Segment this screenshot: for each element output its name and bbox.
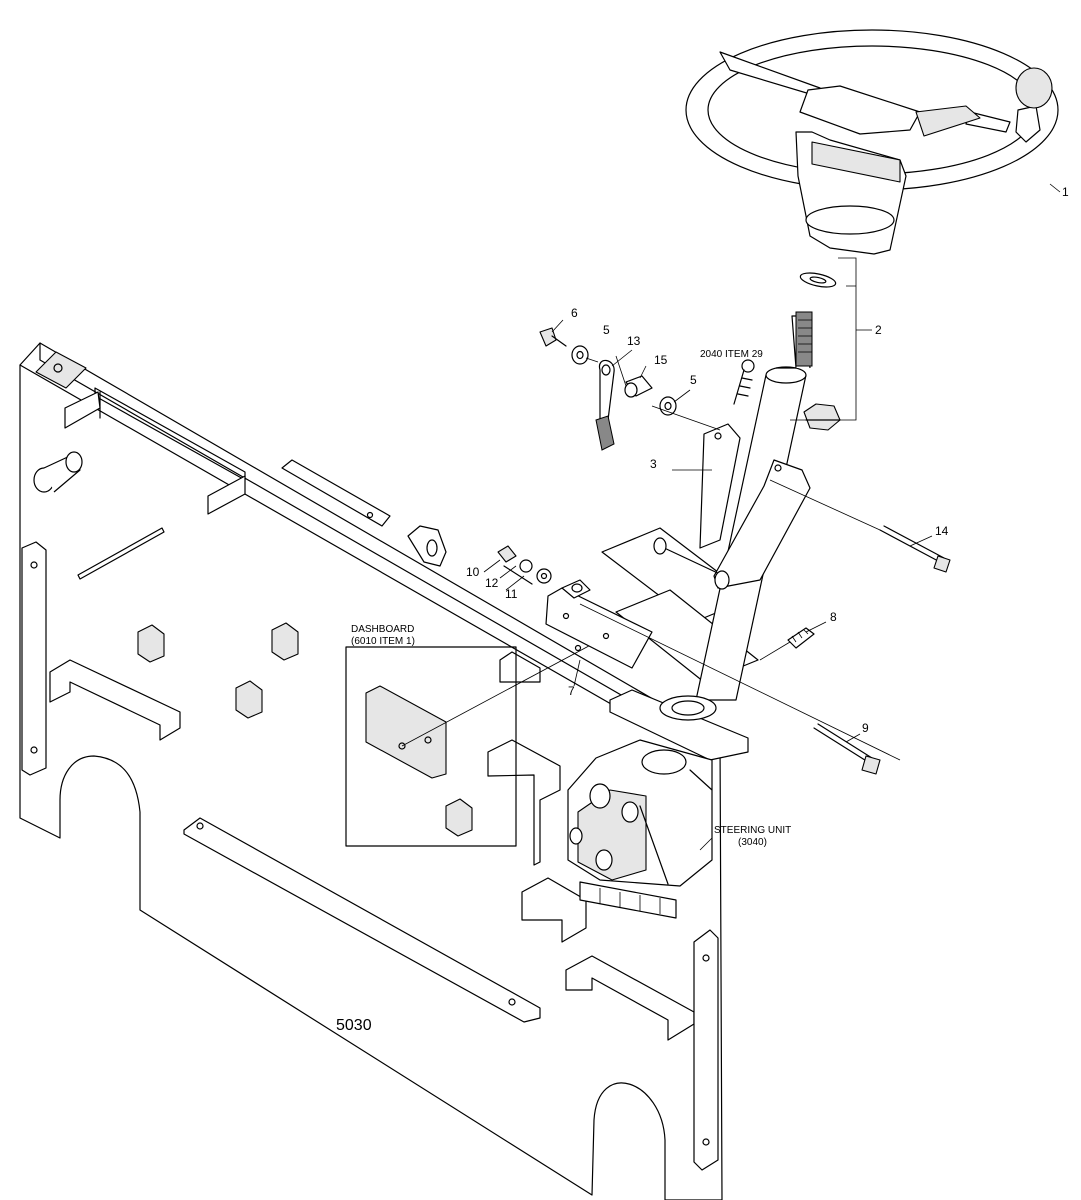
callout-11: 11 [505, 587, 518, 601]
rear-panel [19, 342, 723, 1200]
callout-7: 7 [568, 684, 575, 698]
leader-line [759, 641, 791, 661]
leader-line [651, 405, 721, 431]
steering-unit-label: STEERING UNIT [714, 825, 791, 836]
leader-line [579, 603, 901, 761]
steering-unit-ref: (3040) [738, 837, 767, 848]
steering-wheel [685, 29, 1059, 255]
hardware [497, 272, 951, 775]
dashboard-reference [345, 639, 601, 847]
panel-code: 5030 [336, 1017, 372, 1034]
callout-14: 14 [935, 524, 949, 538]
ref-2040-item-29: 2040 ITEM 29 [700, 349, 763, 360]
callout-labels: 1 2 3 5 5 6 7 8 9 10 11 12 13 14 15 2040… [336, 185, 1069, 1034]
callout-2: 2 [875, 323, 882, 337]
callout-3: 3 [650, 457, 657, 471]
mounting-plates [545, 527, 759, 761]
callout-1: 1 [1062, 185, 1069, 199]
leader-line [769, 479, 881, 531]
callout-leaders [483, 183, 1061, 851]
callout-5b: 5 [690, 373, 697, 387]
callout-15: 15 [654, 353, 668, 367]
leader-line [615, 355, 627, 387]
callout-10: 10 [466, 565, 480, 579]
callout-9: 9 [862, 721, 869, 735]
callout-6: 6 [571, 306, 578, 320]
dashboard-ref: (6010 ITEM 1) [351, 636, 415, 647]
callout-12: 12 [485, 576, 499, 590]
steering-unit [567, 739, 713, 919]
callout-8: 8 [830, 610, 837, 624]
callout-5a: 5 [603, 323, 610, 337]
callout-13: 13 [627, 334, 641, 348]
dashboard-label: DASHBOARD [351, 624, 414, 635]
steering-column [653, 311, 813, 721]
